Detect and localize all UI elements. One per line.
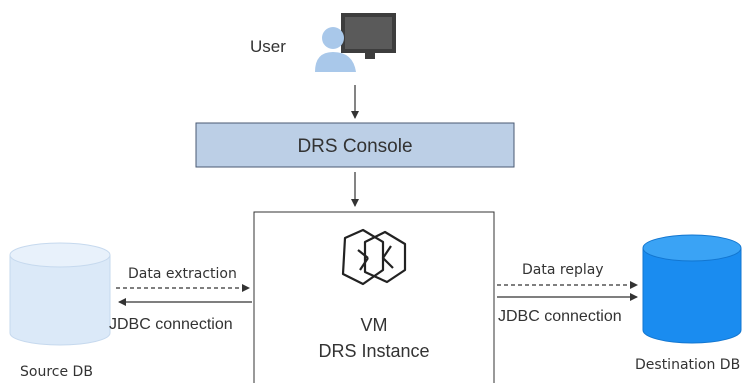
console-label: DRS Console <box>297 136 412 157</box>
source-db-label: Source DB <box>20 364 93 380</box>
user-label: User <box>250 37 286 56</box>
extraction-label: Data extraction <box>128 266 237 282</box>
drs-instance-box: VM DRS Instance <box>253 211 495 383</box>
source-db-cylinder <box>9 242 111 346</box>
user-at-monitor-icon <box>315 13 396 72</box>
destination-jdbc-label: JDBC connection <box>498 308 622 325</box>
instance-subtitle: DRS Instance <box>318 341 429 361</box>
source-jdbc-label: JDBC connection <box>109 316 233 333</box>
replay-label: Data replay <box>522 262 604 278</box>
instance-title: VM <box>361 315 388 335</box>
drs-logo-icon <box>341 228 407 286</box>
destination-db-label: Destination DB <box>635 357 740 373</box>
destination-db-cylinder <box>642 234 742 344</box>
drs-console-box: DRS Console <box>195 122 515 168</box>
